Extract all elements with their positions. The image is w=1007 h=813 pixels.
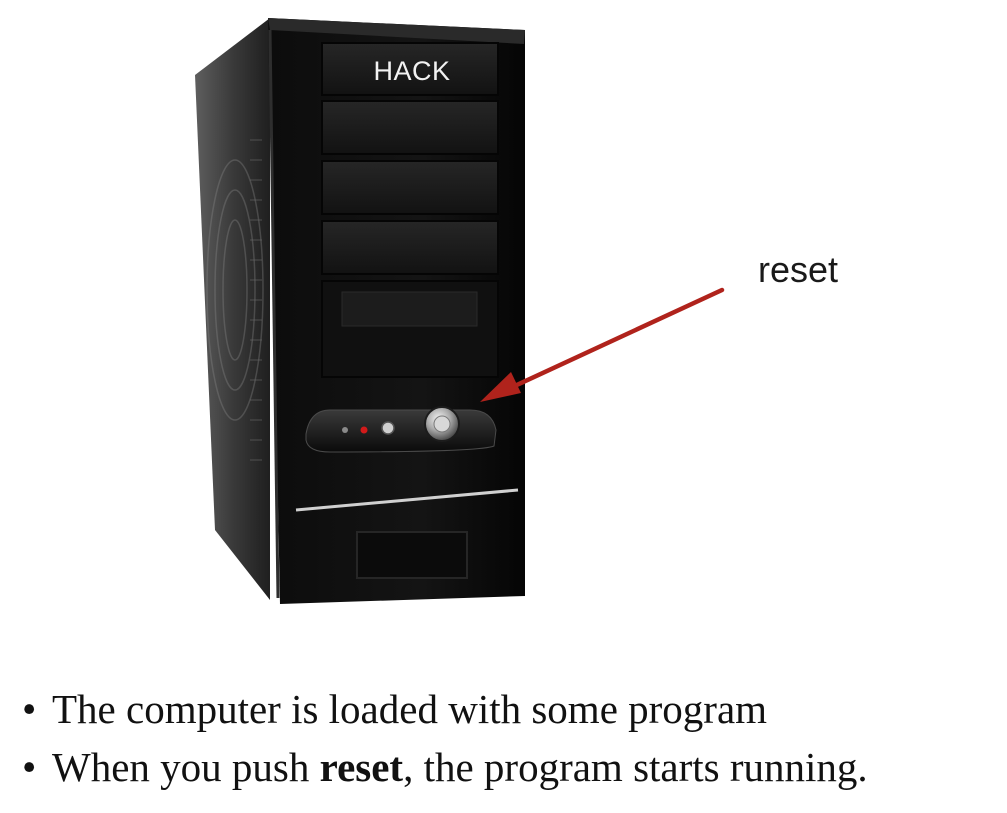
bullet-marker: • [22,744,37,790]
drive-bay [321,42,499,96]
small-button-icon [381,421,395,435]
tower-base [295,488,519,579]
bullet-item: • The computer is loaded with some progr… [0,680,1007,738]
bullet-text-emphasis: reset [319,744,404,790]
drive-bay [321,160,499,215]
drive-bay [321,220,499,275]
power-led-icon [360,426,368,434]
control-panel [305,406,497,453]
bullet-list: • The computer is loaded with some progr… [0,680,1007,796]
computer-illustration: HACK reset [195,18,838,604]
tower-brand-label: HACK [373,56,450,86]
drive-bay [321,100,499,155]
hdd-led-icon [342,427,348,433]
bullet-text-end: , the program starts running. [403,744,868,790]
bullet-text-start: When you push [52,744,320,790]
tower-side-panel [195,18,270,600]
bullet-text: The computer is loaded with some program [52,686,768,732]
reset-button-inner-icon [433,415,451,433]
reset-callout-label: reset [758,249,838,290]
drive-bays [321,42,499,378]
reset-pointer-arrow [480,287,725,402]
floppy-bay [341,291,478,327]
bullet-item: • When you push reset, the program starts… [0,738,1007,796]
bullet-marker: • [22,686,37,732]
